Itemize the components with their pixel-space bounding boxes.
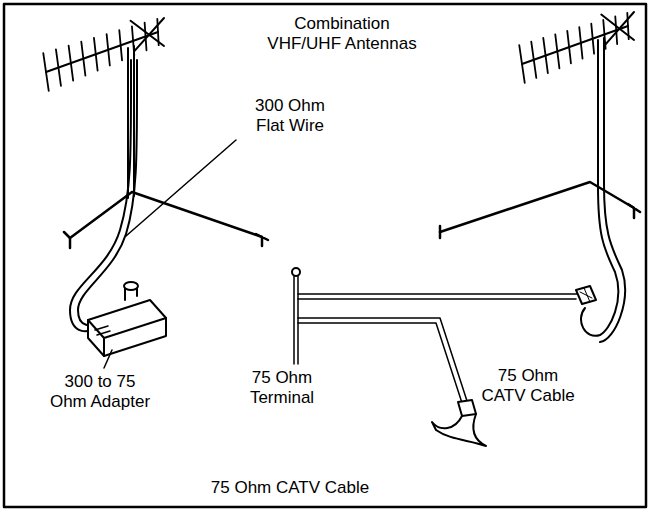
right-antenna [519, 12, 634, 83]
frame [4, 4, 646, 507]
element [591, 24, 594, 54]
boom [46, 32, 158, 72]
element [519, 45, 524, 83]
element [555, 34, 559, 68]
uhf-element [601, 12, 634, 45]
element [567, 31, 571, 64]
adapter [88, 282, 166, 368]
element [81, 42, 85, 76]
cable-label: 75 Ohm CATV Cable [478, 366, 578, 407]
cable-label: 75 Ohm CATV Cable [211, 478, 369, 498]
boom [522, 26, 628, 64]
terminal-label: 75 Ohm Terminal [245, 368, 319, 409]
uhf-element [131, 18, 164, 51]
element [119, 30, 122, 60]
element [69, 46, 74, 81]
element [531, 42, 536, 78]
element [94, 38, 98, 71]
antenna-label: Combination VHF/UHF Antennas [257, 14, 427, 55]
right-mast [581, 38, 625, 342]
element [579, 27, 582, 58]
wire-label: 300 Ohm Flat Wire [247, 96, 333, 137]
connector-lower [432, 400, 486, 446]
connector-right [576, 286, 596, 304]
adapter-label: 300 to 75 Ohm Adapter [44, 372, 156, 413]
element [543, 38, 548, 73]
terminal [292, 268, 580, 406]
flat-wire [70, 60, 236, 331]
element [43, 53, 48, 91]
left-antenna [43, 18, 164, 91]
right-roof [440, 182, 640, 238]
element [107, 34, 110, 65]
element [56, 49, 61, 85]
